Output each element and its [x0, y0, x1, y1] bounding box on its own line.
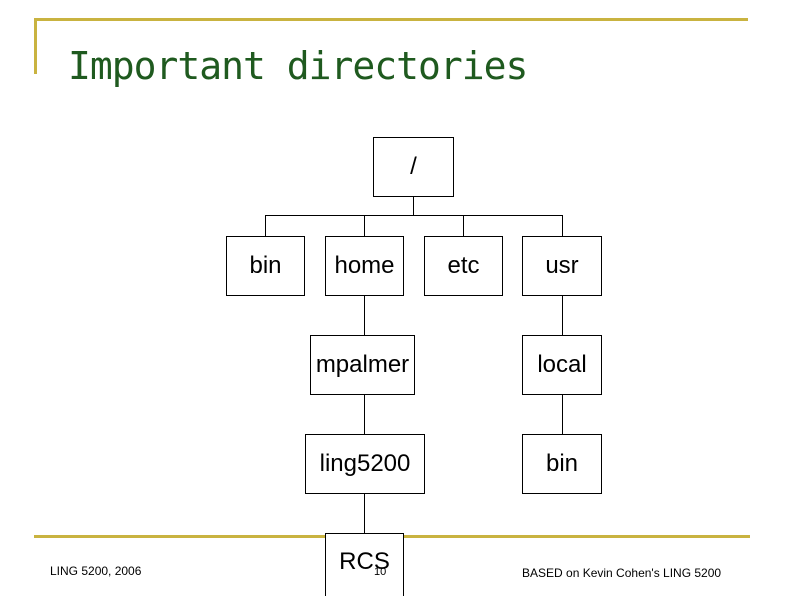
footer-left: LING 5200, 2006 — [50, 564, 142, 578]
node-ling5200: ling5200 — [305, 434, 425, 494]
connector-home-mpalmer — [364, 295, 365, 336]
connector-usr-local — [562, 295, 563, 336]
node-home: home — [325, 236, 404, 296]
node-rcs: RCS — [325, 533, 404, 596]
footer-right: BASED on Kevin Cohen's LING 5200 — [522, 566, 722, 580]
connector-horizontal-bus — [265, 215, 563, 216]
node-root: / — [373, 137, 454, 197]
title-bar-left-line — [34, 18, 37, 74]
connector-root-down — [413, 197, 414, 216]
connector-etc — [463, 215, 464, 237]
node-etc: etc — [424, 236, 503, 296]
connector-ling5200-rcs — [364, 494, 365, 535]
connector-home — [364, 215, 365, 237]
page-number: 10 — [374, 566, 387, 578]
connector-local-bin — [562, 394, 563, 435]
node-usr: usr — [522, 236, 602, 296]
connector-usr — [562, 215, 563, 237]
node-usr-bin: bin — [522, 434, 602, 494]
title-bar-top-line — [34, 18, 748, 21]
node-bin: bin — [226, 236, 305, 296]
node-mpalmer: mpalmer — [310, 335, 415, 395]
node-local: local — [522, 335, 602, 395]
connector-mpalmer-ling5200 — [364, 394, 365, 435]
connector-bin — [265, 215, 266, 237]
slide-title: Important directories — [68, 44, 528, 88]
